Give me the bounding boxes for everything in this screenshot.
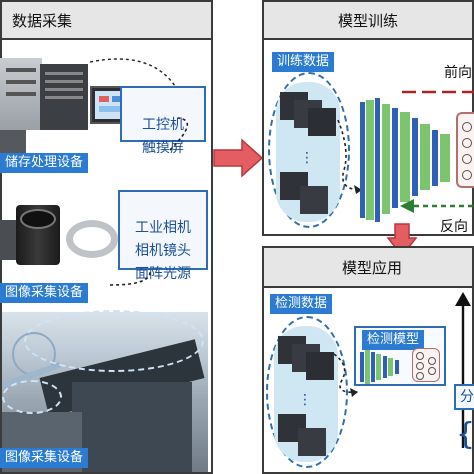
- training-net-layer-9: [432, 130, 438, 186]
- connector-top-arc: [89, 58, 176, 87]
- training-input-arrow: [337, 119, 363, 194]
- training-data-ellipsis: ⋮: [300, 150, 314, 166]
- training-net-layer-1: [360, 102, 365, 218]
- training-net-layer-3: [375, 98, 380, 222]
- ring-light-image: [66, 220, 118, 258]
- detect-fc-node-2: [416, 362, 424, 370]
- scene-dashed-oval-large: [24, 310, 204, 372]
- connector-capture-to-parts: [109, 271, 151, 286]
- camera-lens-image: [16, 205, 60, 265]
- detection-data-ellipsis: ⋮: [298, 392, 312, 408]
- detect-net-layer-3: [371, 352, 375, 382]
- controller-touchscreen-box: 工控机 触摸屏: [120, 86, 206, 156]
- detect-fc-node-3: [416, 372, 424, 380]
- detect-net-layer-7: [395, 360, 399, 374]
- training-net-layer-8: [420, 124, 430, 190]
- detect-fc-node-5: [428, 367, 436, 375]
- training-image-5: [300, 186, 328, 214]
- training-net-layer-5: [392, 108, 398, 208]
- training-data-oval: [268, 72, 350, 228]
- training-image-3: [308, 108, 336, 136]
- training-net-layer-7: [412, 118, 418, 196]
- detection-data-oval: [266, 316, 348, 468]
- model-training-title: 模型训练: [264, 2, 472, 40]
- output-box: 分: [454, 384, 474, 410]
- feedback-up-arrow: [455, 292, 471, 448]
- training-net-layer-2: [366, 100, 374, 220]
- detect-net-layer-4: [376, 354, 381, 380]
- capture-device-label: 图像采集设备: [0, 283, 89, 303]
- forward-label: 前向: [444, 65, 472, 81]
- detect-net-layer-1: [360, 352, 364, 382]
- industrial-camera-image: [0, 220, 20, 260]
- detection-model-label: 检测模型: [362, 330, 425, 350]
- forward-arrow: [402, 90, 474, 94]
- camera-parts-box: 工业相机 相机镜头 面阵光源: [118, 190, 208, 282]
- scene-dashed-oval-small: [2, 380, 62, 414]
- detect-fc-node-4: [428, 357, 436, 365]
- fc-node-3: [462, 154, 472, 164]
- backward-label: 反向: [440, 219, 468, 235]
- detection-image-5: [298, 428, 326, 456]
- detection-image-3: [306, 352, 334, 380]
- fc-node-4: [462, 170, 472, 180]
- model-application-title: 模型应用: [264, 248, 472, 288]
- backward-arrow: [400, 199, 474, 213]
- collection-connectors: [89, 58, 188, 286]
- detection-data-label: 检测数据: [270, 294, 333, 314]
- detect-net-layer-5: [383, 356, 387, 378]
- industrial-pc-image: [0, 58, 42, 130]
- detect-fc-node-1: [416, 352, 424, 360]
- training-data-label: 训练数据: [272, 52, 335, 72]
- training-net-layer-10: [440, 134, 450, 182]
- storage-device-label: 储存处理设备: [0, 153, 89, 173]
- capture-device-label-bottom: 图像采集设备: [0, 448, 89, 468]
- connector-storage-to-controller: [169, 117, 188, 151]
- collection-to-training-arrow: [213, 138, 264, 178]
- fc-node-1: [462, 122, 472, 132]
- detection-input-arrow: [333, 353, 359, 397]
- storage-server-image: [40, 64, 88, 130]
- fc-node-2: [462, 138, 472, 148]
- output-brace-icon: {: [456, 417, 474, 452]
- training-net-layer-6: [400, 112, 410, 202]
- detect-net-layer-2: [365, 350, 370, 384]
- data-collection-title: 数据采集: [2, 2, 211, 40]
- training-net-layer-4: [382, 104, 390, 214]
- detect-net-layer-6: [388, 358, 393, 376]
